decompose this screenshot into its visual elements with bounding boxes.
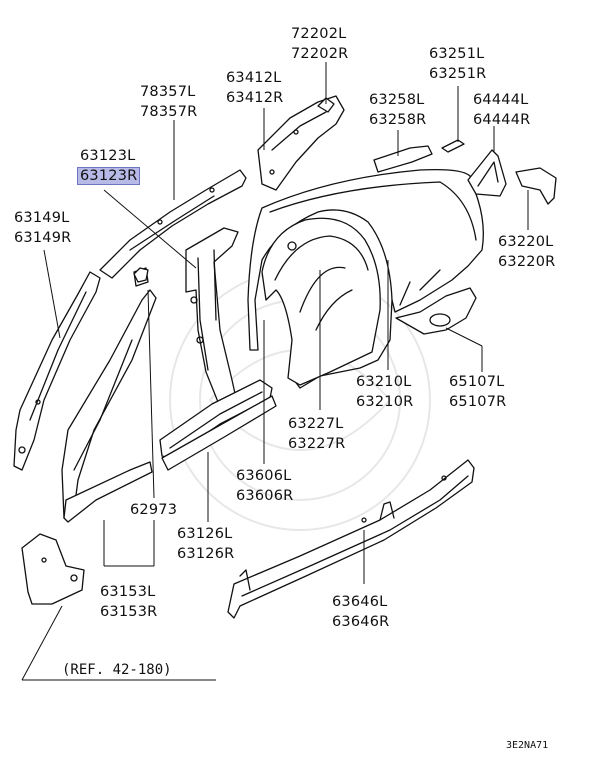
center-pillar-shape bbox=[185, 227, 239, 403]
part-number-63123l: 63123L bbox=[80, 148, 136, 164]
side-sill-outer-shape bbox=[227, 459, 475, 619]
plug-62973-shape bbox=[133, 267, 149, 283]
part-number-78357l: 78357L bbox=[140, 84, 196, 100]
part-number-63227l: 63227L bbox=[288, 416, 344, 432]
part-label-72202[interactable]: 72202L 72202R bbox=[291, 24, 348, 64]
part-number-63606l: 63606L bbox=[236, 468, 292, 484]
fuel-lid-housing-shape bbox=[395, 287, 477, 335]
clip-63251-shape bbox=[441, 139, 465, 153]
part-label-63149[interactable]: 63149L 63149R bbox=[14, 208, 71, 248]
part-label-64444[interactable]: 64444L 64444R bbox=[473, 90, 530, 130]
part-label-63227[interactable]: 63227L 63227R bbox=[288, 414, 345, 454]
part-number-72202r: 72202R bbox=[291, 46, 349, 62]
part-number-64444r: 64444R bbox=[473, 112, 531, 128]
reference-note[interactable]: (REF. 42-180) bbox=[62, 662, 172, 678]
part-label-63123[interactable]: 63123L 63123R bbox=[77, 146, 141, 186]
part-number-63646r: 63646R bbox=[332, 614, 390, 630]
part-number-62973: 62973 bbox=[130, 502, 178, 518]
part-number-63412r: 63412R bbox=[226, 90, 284, 106]
part-number-63123r-highlighted[interactable]: 63123R bbox=[77, 167, 141, 185]
part-number-63251l: 63251L bbox=[429, 46, 485, 62]
part-number-63220l: 63220L bbox=[498, 234, 554, 250]
part-number-63153l: 63153L bbox=[100, 584, 156, 600]
wheelhouse-inner-shape bbox=[261, 217, 381, 386]
side-sill-shape bbox=[161, 395, 277, 471]
part-label-63412[interactable]: 63412L 63412R bbox=[226, 68, 283, 108]
part-label-63126[interactable]: 63126L 63126R bbox=[177, 524, 234, 564]
part-number-63210l: 63210L bbox=[356, 374, 412, 390]
part-number-63606r: 63606R bbox=[236, 488, 294, 504]
part-number-64444l: 64444L bbox=[473, 92, 529, 108]
bracket-63258-shape bbox=[373, 145, 433, 173]
part-label-63258[interactable]: 63258L 63258R bbox=[369, 90, 426, 130]
part-number-63126r: 63126R bbox=[177, 546, 235, 562]
part-number-72202l: 72202L bbox=[291, 26, 347, 42]
part-number-63412l: 63412L bbox=[226, 70, 282, 86]
part-label-63153[interactable]: 63153L 63153R bbox=[100, 582, 157, 622]
part-number-65107l: 65107L bbox=[449, 374, 505, 390]
upper-bracket-shape bbox=[257, 95, 345, 191]
part-label-65107[interactable]: 65107L 65107R bbox=[449, 372, 506, 412]
part-label-63251[interactable]: 63251L 63251R bbox=[429, 44, 486, 84]
front-lower-panel-shape bbox=[21, 533, 85, 605]
part-number-63149r: 63149R bbox=[14, 230, 72, 246]
part-number-63210r: 63210R bbox=[356, 394, 414, 410]
part-number-63153r: 63153R bbox=[100, 604, 158, 620]
part-number-65107r: 65107R bbox=[449, 394, 507, 410]
part-label-63220[interactable]: 63220L 63220R bbox=[498, 232, 555, 272]
part-label-63606[interactable]: 63606L 63606R bbox=[236, 466, 293, 506]
roof-side-rail-shape bbox=[99, 169, 247, 279]
quarter-outer-panel-shape bbox=[247, 168, 484, 389]
part-number-63251r: 63251R bbox=[429, 66, 487, 82]
part-number-63258l: 63258L bbox=[369, 92, 425, 108]
part-label-63210[interactable]: 63210L 63210R bbox=[356, 372, 413, 412]
panel-64444-shape bbox=[467, 149, 507, 197]
front-pillar-inner-shape bbox=[13, 271, 101, 471]
diagram-code: 3E2NA71 bbox=[506, 740, 549, 751]
part-number-78357r: 78357R bbox=[140, 104, 198, 120]
part-number-63646l: 63646L bbox=[332, 594, 388, 610]
leader-lines bbox=[21, 62, 529, 681]
part-number-63227r: 63227R bbox=[288, 436, 346, 452]
part-label-63646[interactable]: 63646L 63646R bbox=[332, 592, 389, 632]
part-number-63126l: 63126L bbox=[177, 526, 233, 542]
part-label-78357[interactable]: 78357L 78357R bbox=[140, 82, 197, 122]
extension-63220-shape bbox=[515, 167, 557, 205]
part-number-63220r: 63220R bbox=[498, 254, 556, 270]
part-label-62973[interactable]: 62973 bbox=[130, 500, 177, 520]
part-number-63258r: 63258R bbox=[369, 112, 427, 128]
part-number-63149l: 63149L bbox=[14, 210, 70, 226]
